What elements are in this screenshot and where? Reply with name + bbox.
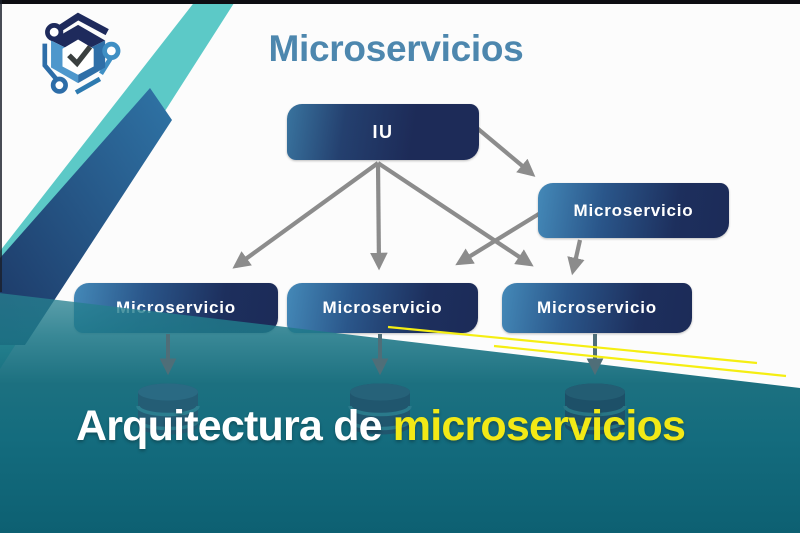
logo-node-right — [102, 41, 121, 60]
caption-white-text: Arquitectura de — [76, 402, 383, 450]
logo-bottom-trace — [74, 76, 102, 95]
arrow-iu-to-ms-bottom-center — [370, 162, 388, 271]
database-icon-right — [563, 383, 627, 435]
arrow-iu-to-ms-right — [475, 126, 536, 177]
logo-roof-line — [55, 12, 109, 36]
top-black-bar — [0, 0, 800, 4]
diagram-node-ms-bottom-right: Microservicio — [502, 283, 692, 333]
arrow-iu-to-ms-bottom-right — [376, 161, 534, 267]
caption-yellow-text: microservicios — [392, 402, 686, 450]
logo-checkmark-icon — [67, 45, 93, 68]
diagram-node-iu: IU — [287, 104, 479, 160]
arrow-iu-to-ms-bottom-left — [232, 161, 380, 269]
arrow-ms-right-to-ms-bottom-right — [567, 239, 585, 276]
page-title: Microservicios — [268, 28, 524, 69]
database-icon-center — [348, 383, 412, 435]
left-edge-line — [0, 0, 2, 292]
blue-ribbon — [0, 88, 172, 345]
node-label: Microservicio — [322, 298, 443, 317]
yellow-line-lower — [493, 344, 787, 378]
diagram-node-ms-right: Microservicio — [538, 183, 729, 238]
logo-left-trace — [42, 43, 59, 81]
arrow-ms-right-to-ms-bottom-center — [455, 210, 544, 266]
hexagon-checkmark-logo — [42, 12, 121, 95]
logo-node-bottomleft — [50, 76, 68, 94]
node-label: Microservicio — [536, 298, 657, 317]
node-label: IU — [372, 121, 394, 142]
database-icon-left — [136, 383, 200, 435]
diagram-node-ms-bottom-center: Microservicio — [287, 283, 478, 333]
logo-node-topleft — [45, 23, 64, 42]
yellow-line-upper — [387, 325, 758, 365]
node-label: Microservicio — [573, 200, 694, 220]
logo-right-trace — [98, 55, 114, 76]
